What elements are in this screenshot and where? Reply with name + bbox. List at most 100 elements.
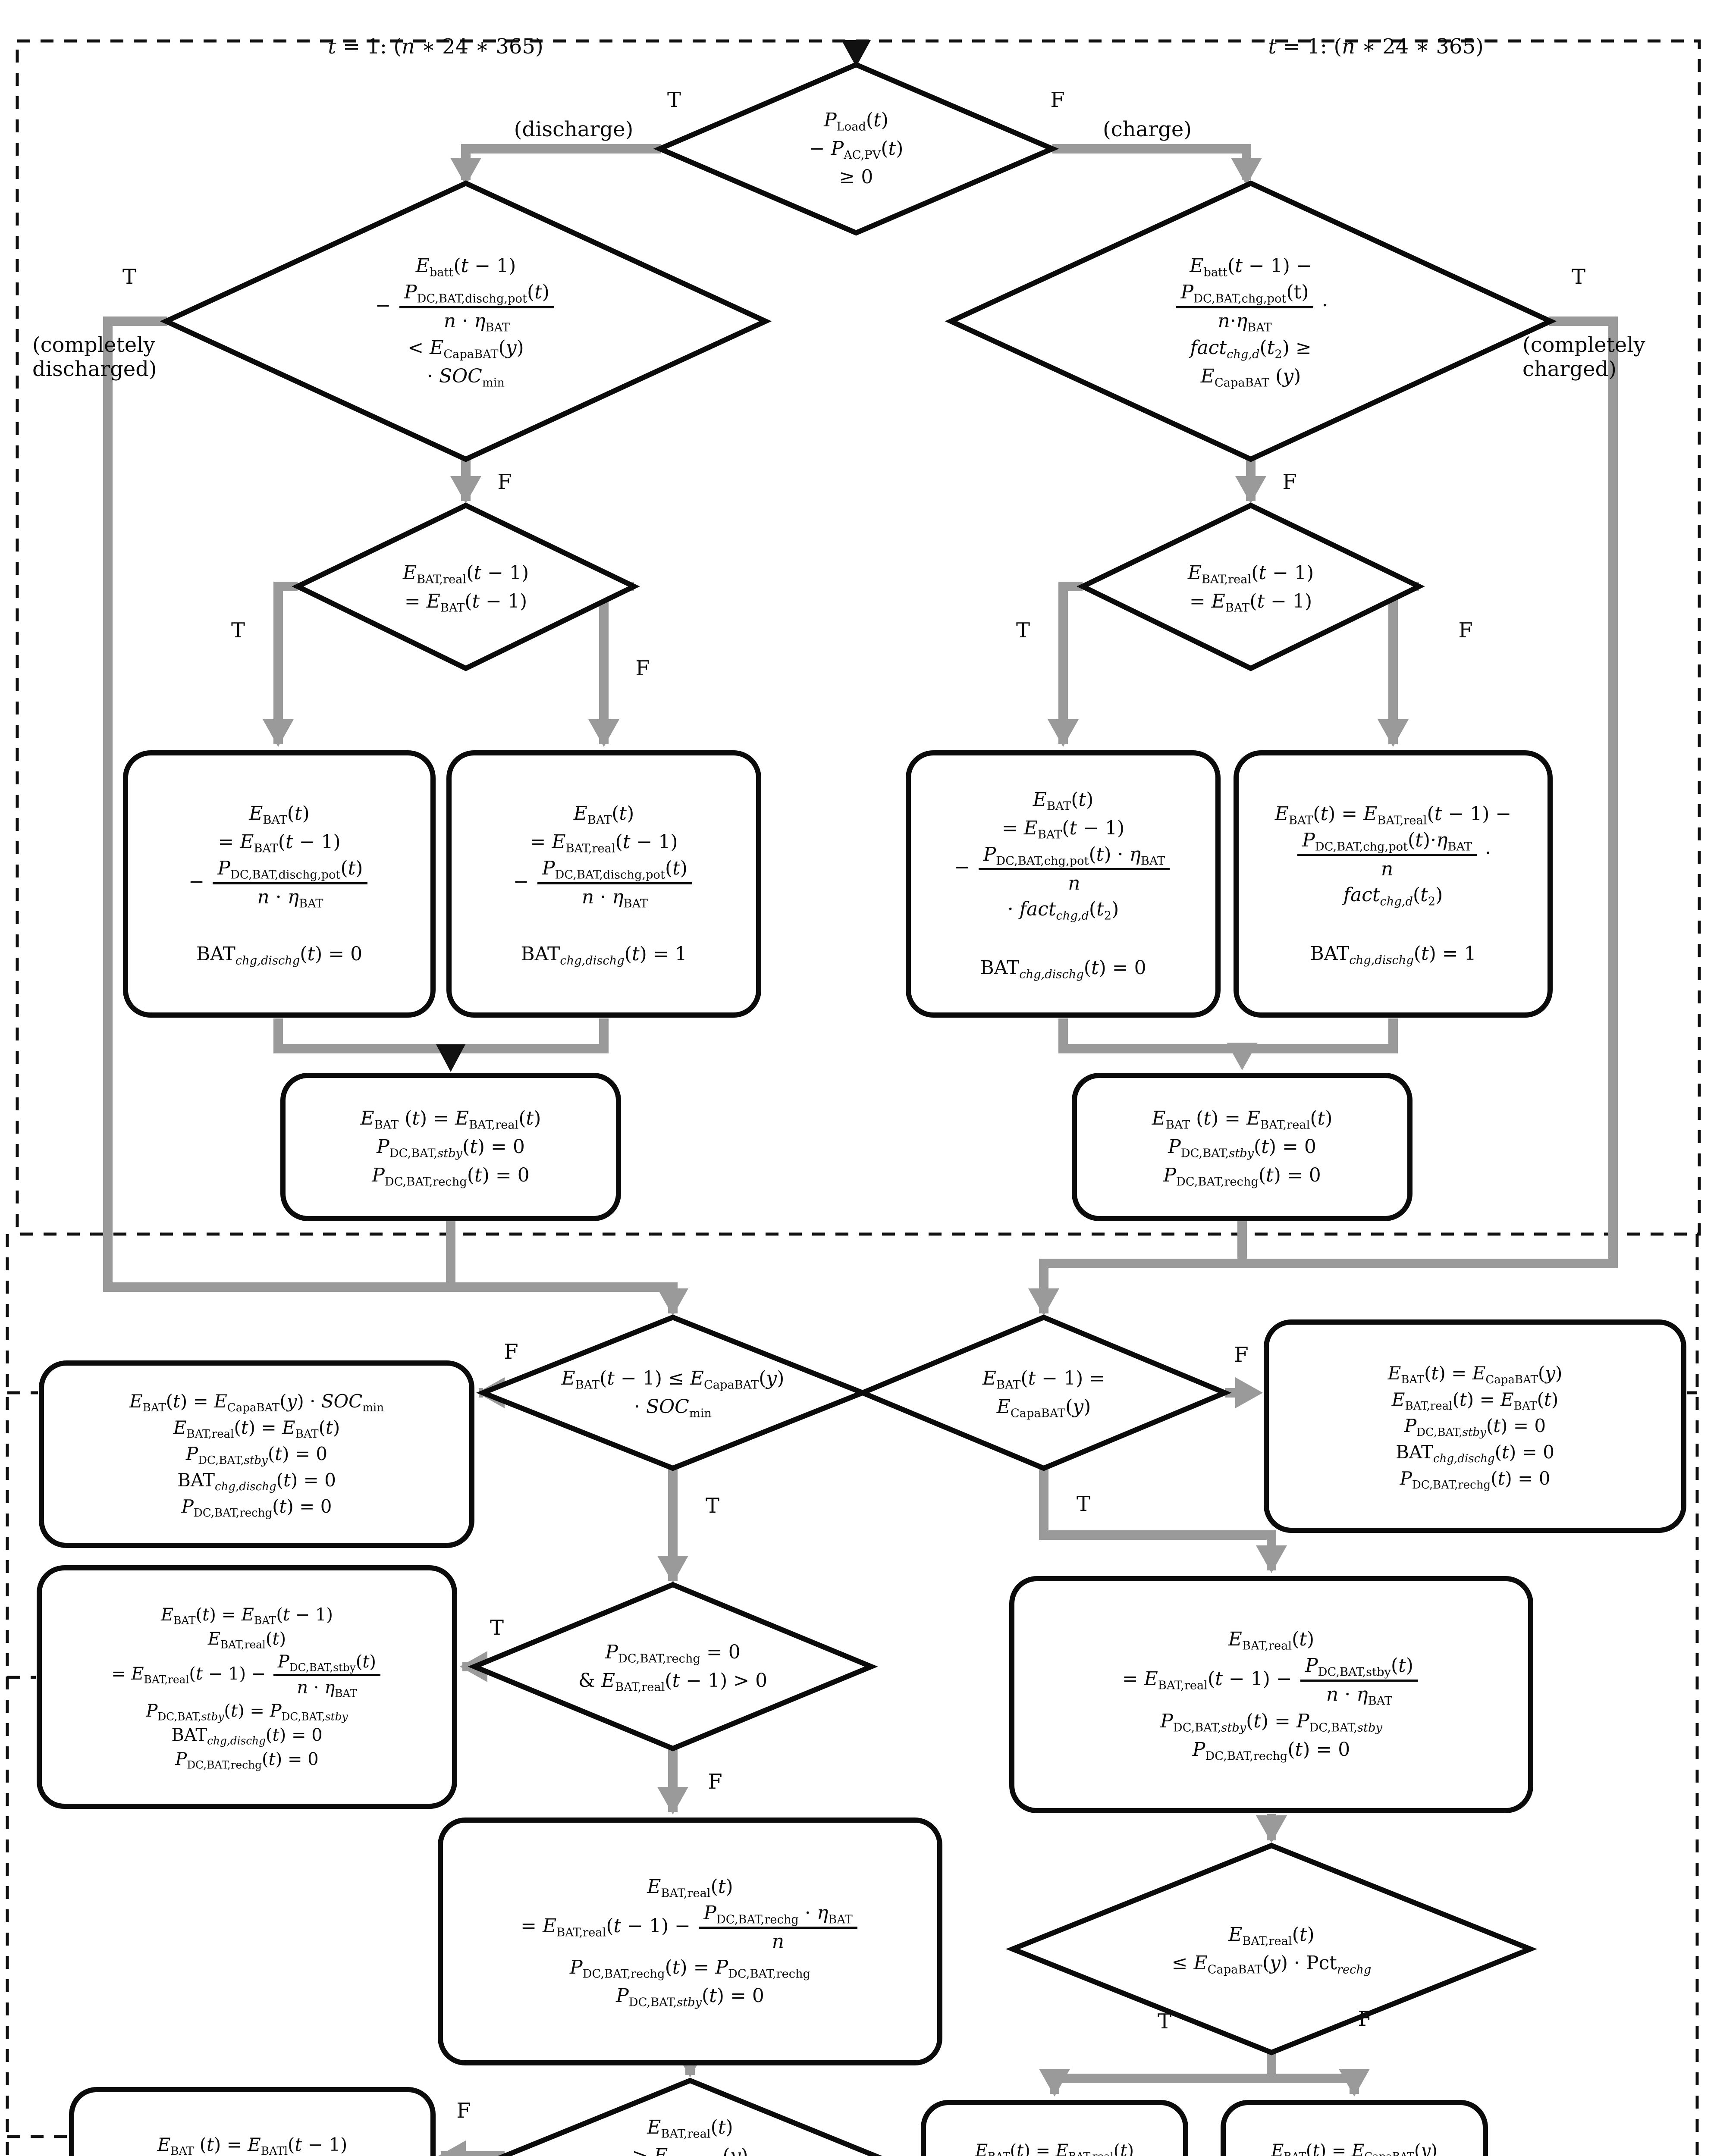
process-recharge: EBAT,real(t) = EBAT,real(t − 1) − PDC,BA… <box>438 1818 942 2065</box>
formula-line: EBAT,real(t) = EBAT(t) <box>1391 1389 1559 1413</box>
formula-line: BATchg,dischg(t) = 0 <box>171 1725 323 1748</box>
decision-full-capacity: EBAT(t − 1) = ECapaBAT(y) <box>880 1330 1208 1455</box>
process-discharge-real: EBAT(t) = EBAT,real(t − 1) − PDC,BAT,dis… <box>446 750 761 1018</box>
formula-line: = EBAT,real(t − 1) − PDC,BAT,stby(t)n · … <box>1122 1654 1420 1707</box>
decision-discharge-limit-outline <box>160 180 772 462</box>
decision-soc-min-outline <box>476 1314 870 1471</box>
formula-line: PDC,BAT,stby(t) = 0 <box>1404 1415 1546 1439</box>
formula-line: BATchg,dischg(t) = 0 <box>196 943 363 968</box>
decision-charge-limit-outline <box>945 180 1557 462</box>
formula-line: EBAT(t − 1) = <box>982 1367 1105 1392</box>
formula-line: PDC,BAT,rechg(t) = 0 <box>181 1495 332 1520</box>
formula-line: · factchg,d(t2) <box>1007 898 1119 923</box>
formula-line: · SOCmin <box>634 1396 712 1420</box>
formula-line: BATchg,dischg(t) = 0 <box>980 956 1146 981</box>
formula-line: EBAT,real(t) = EBAT(t) <box>173 1417 340 1441</box>
branch-label-false-ld4: F <box>456 2099 471 2123</box>
formula-line: EBAT(t) = ECapaBAT(y) · SOCmin <box>129 1391 384 1415</box>
decision-load-vs-pv: PLoad(t) − PAC,PV(t) ≥ 0 <box>707 86 1005 211</box>
formula-line: PDC,BAT,stby(t) = PDC,BAT,stby <box>1160 1710 1382 1735</box>
formula-line: EBAT(t) = ECapaBAT(y) <box>1387 1363 1563 1387</box>
formula-line: PDC,BAT,rechg = 0 <box>605 1641 741 1666</box>
formula-line: EBAT(t) = EBAT(t − 1) <box>161 1604 333 1627</box>
process-standby-right: EBAT,real(t) = EBAT,real(t − 1) − PDC,BA… <box>1009 1576 1533 1813</box>
formula-line: Ebatt(t − 1) <box>415 255 516 280</box>
formula-line: EBAT(t) = EBAT,real(t − 1) − <box>1274 803 1512 827</box>
completely-discharged-line1: (completely <box>32 333 155 357</box>
process-merge-discharge: EBAT (t) = EBAT,real(t) PDC,BAT,stby(t) … <box>280 1073 621 1221</box>
formula-line: = EBAT(t − 1) <box>1001 817 1125 842</box>
formula-line: − PDC,BAT,dischg,pot(t)n · ηBAT <box>513 856 694 909</box>
formula-line: = EBAT(t − 1) <box>218 831 341 856</box>
branch-label-true-ld1: T <box>705 1494 720 1518</box>
formula-line: = EBAT(t − 1) <box>404 590 527 615</box>
formula-line: EBAT,real(t − 1) <box>1187 562 1314 586</box>
branch-label-false-top: F <box>1050 88 1065 112</box>
process-clamp-soc-min: EBAT(t) = ECapaBAT(y) · SOCmin EBAT,real… <box>39 1360 474 1548</box>
formula-line: PDC,BAT,stby(t) = 0 <box>185 1443 328 1467</box>
decision-ebatreal-eq-left: EBAT,real(t − 1) = EBAT(t − 1) <box>319 527 612 648</box>
formula-line: = EBAT,real(t − 1) <box>530 831 678 856</box>
branch-label-false-d2: F <box>497 470 512 494</box>
discharge-label: (discharge) <box>514 117 634 141</box>
decision-full-capacity-outline <box>856 1314 1232 1471</box>
process-hold-previous: EBAT (t) = EBATl(t − 1) BATchg,dischg(t)… <box>69 2087 436 2156</box>
branch-label-true-d4: T <box>231 618 245 642</box>
decision-rechg-zero: PDC,BAT,rechg = 0 & EBAT,real(t − 1) > 0 <box>479 1602 867 1731</box>
formula-line: EBAT(t) = EBAT,real(t) <box>975 2140 1134 2156</box>
branch-label-true-rd: T <box>1157 2009 1172 2034</box>
formula-line: PDC,BAT,stby(t) = 0 <box>377 1136 525 1160</box>
formula-line: = EBAT,real(t − 1) − PDC,BAT,stby(t)n · … <box>111 1651 383 1699</box>
branch-label-true-d5: T <box>1016 618 1030 642</box>
formula-line: BATchg,dischg(t) = 0 <box>1396 1441 1554 1466</box>
branch-label-true-d3: T <box>1571 265 1586 289</box>
formula-line: EBAT (t) = EBAT,real(t) <box>1152 1107 1333 1132</box>
formula-line: EBAT (t) = EBAT,real(t) <box>360 1107 541 1132</box>
branch-label-true-d2: T <box>122 265 137 289</box>
process-keep-real: EBAT(t) = EBAT,real(t) BATchg,dischg(t) … <box>921 2100 1188 2156</box>
formula-line: BATchg,dischg(t) = 1 <box>1310 942 1476 967</box>
formula-line: EBAT(t) <box>1033 789 1094 813</box>
formula-line: EBAT,real(t) <box>647 1875 733 1900</box>
formula-line: EBAT(t) = ECapaBAT(y) <box>1271 2140 1438 2156</box>
formula-line: factchg,d(t2) ≥ <box>1190 336 1312 361</box>
formula-line: PDC,BAT,rechg(t) = 0 <box>1192 1738 1350 1763</box>
formula-line: ≤ ECapaBAT(y) · Pctrechg <box>1171 1952 1372 1977</box>
formula-line: < ECapaBAT(y) <box>408 336 524 361</box>
formula-line: Ebatt(t − 1) − <box>1190 255 1312 280</box>
formula-line: BATchg,dischg(t) = 1 <box>521 943 687 968</box>
charge-label: (charge) <box>1103 117 1192 141</box>
process-charge-normal: EBAT(t) = EBAT(t − 1) − PDC,BAT,chg,pot(… <box>906 750 1221 1018</box>
formula-line: PDC,BAT,rechg(t) = 0 <box>372 1164 530 1189</box>
formula-line: EBAT(t) <box>573 802 634 827</box>
decision-rechg-zero-outline <box>468 1582 878 1752</box>
branch-label-true-ld2: T <box>1076 1492 1091 1516</box>
formula-line: EBAT,real(t) <box>647 2116 733 2141</box>
formula-line: PLoad(t) <box>824 109 888 134</box>
process-charge-real: EBAT(t) = EBAT,real(t − 1) − PDC,BAT,chg… <box>1234 750 1553 1018</box>
formula-line: BATchg,dischg(t) = 0 <box>177 1469 336 1494</box>
loop-range-left: t = 1: (n ∗ 24 ∗ 365) <box>328 34 543 59</box>
branch-label-false-d3: F <box>1282 470 1297 494</box>
formula-line: − PAC,PV(t) <box>809 138 904 162</box>
decision-diamonds <box>160 62 1557 2156</box>
completely-charged-line1: (completely <box>1522 333 1645 357</box>
gray-flow-lines <box>103 144 1618 2156</box>
branch-label-true-top: T <box>667 88 681 112</box>
completely-discharged-line2: discharged) <box>32 357 157 381</box>
process-set-capacity: EBAT(t) = ECapaBAT(y) BATchg,dischg(t) =… <box>1221 2100 1488 2156</box>
formula-line: PDC,BAT,stby(t) = PDC,BAT,stby <box>146 1701 348 1724</box>
decision-pct-rechg: EBAT,real(t) ≤ ECapaBAT(y) · Pctrechg <box>1056 1884 1487 2014</box>
formula-line: PDC,BAT,stby(t) = 0 <box>1168 1136 1316 1160</box>
branch-label-false-ld3: F <box>708 1770 722 1794</box>
formula-line: factchg,d(t2) <box>1343 884 1443 909</box>
branch-label-false-d4: F <box>635 656 650 680</box>
decision-above-soc-min: EBAT,real(t) > ECapaBAT(y) · SOCmin <box>530 2093 850 2156</box>
process-clamp-capacity: EBAT(t) = ECapaBAT(y) EBAT,real(t) = EBA… <box>1264 1319 1686 1533</box>
formula-line: − PDC,BAT,dischg,pot(t)n · ηBAT <box>375 280 556 333</box>
formula-line: PDC,BAT,rechg(t) = 0 <box>175 1749 319 1772</box>
formula-line: ≥ 0 <box>839 166 873 188</box>
formula-line: · SOCmin <box>427 365 505 390</box>
